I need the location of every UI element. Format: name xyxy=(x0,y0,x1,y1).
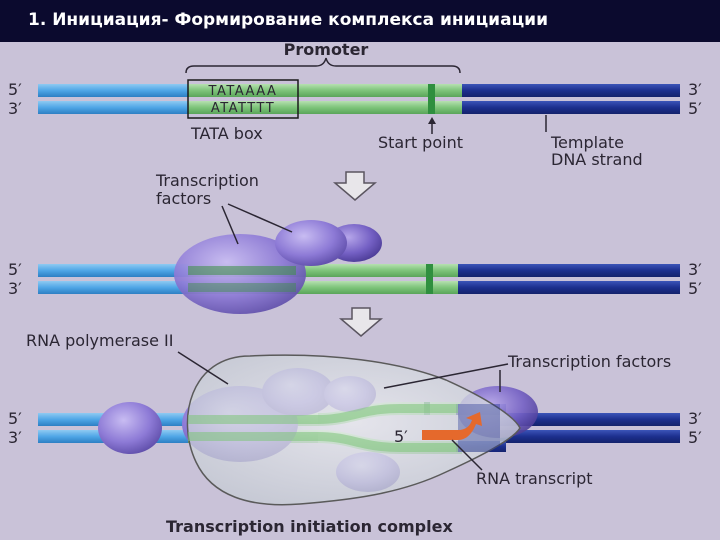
end2-label-3prime-top: 3′ xyxy=(688,260,702,279)
rna-polymerase-ii xyxy=(186,354,521,506)
dna2-through-protein-b xyxy=(188,283,296,292)
tf-label-line1: Transcription xyxy=(155,171,259,190)
tata-box-label: TATA box xyxy=(190,124,263,143)
step-arrow-2 xyxy=(338,307,384,337)
tata-sequence-top: TATAAAA xyxy=(208,84,278,99)
tata-box xyxy=(187,79,299,119)
end-label-3prime-top: 3′ xyxy=(688,80,702,99)
dna3-top-right xyxy=(500,413,680,426)
tf-pointer-1 xyxy=(221,205,239,245)
end-label-5prime-top: 5′ xyxy=(8,80,22,99)
end-label-5prime-bottom: 5′ xyxy=(688,99,702,118)
title-bar: 1. Инициация- Формирование комплекса ини… xyxy=(0,0,720,42)
dna2-top-strand-gene xyxy=(458,264,680,277)
rna-5prime-label: 5′ xyxy=(394,427,408,446)
end3-label-3prime-top: 3′ xyxy=(688,409,702,428)
dna3-visible-top xyxy=(188,415,318,424)
start-point-label: Start point xyxy=(378,133,463,152)
dna-bottom-strand-left xyxy=(38,101,188,114)
template-label-line2: DNA strand xyxy=(551,150,643,169)
dna-top-strand-promoter xyxy=(188,84,462,97)
rna-polymerase-label: RNA polymerase II xyxy=(26,331,174,350)
dna-bottom-strand-promoter xyxy=(188,101,462,114)
transcription-initiation-diagram: Promoter TATAAAA ATATTTT 5′ 3′ 3′ 5′ TAT… xyxy=(8,42,702,536)
dna-top-strand-gene xyxy=(462,84,680,97)
template-label-line1: Template xyxy=(550,133,624,152)
dna2-through-protein xyxy=(188,266,296,275)
dna-top-strand-left xyxy=(38,84,188,97)
rna-transcript-pointer xyxy=(451,439,483,471)
end3-label-5prime-top: 5′ xyxy=(8,409,22,428)
tf-label-line2: factors xyxy=(156,189,211,208)
dna3-visible-bubble-top xyxy=(318,404,458,424)
promoter-label: Promoter xyxy=(284,42,369,59)
start-point-arrowhead xyxy=(428,117,436,124)
rna-transcript xyxy=(422,412,482,440)
end3-label-5prime-bottom: 5′ xyxy=(688,428,702,447)
polymerase-pointer xyxy=(177,351,229,385)
slide-title: 1. Инициация- Формирование комплекса ини… xyxy=(28,10,548,30)
tf-label-panel3: Transcription factors xyxy=(507,352,671,371)
dna3-visible-bubble-bottom xyxy=(318,432,458,452)
step-arrow-1 xyxy=(332,171,378,201)
promoter-bracket xyxy=(185,57,461,74)
panel-initiation-complex: 5′ RNA polymerase II Transcription facto… xyxy=(8,331,702,536)
dna2-top-strand-left xyxy=(38,264,188,277)
end2-label-3prime-bottom: 3′ xyxy=(8,279,22,298)
tf-pointer-2 xyxy=(227,203,293,233)
panel-transcription-factors: Transcription factors 5′ 3′ 3′ 5′ xyxy=(8,171,702,314)
start-point-marker-2 xyxy=(426,264,433,294)
end2-label-5prime-bottom: 5′ xyxy=(688,279,702,298)
panel-promoter: Promoter TATAAAA ATATTTT 5′ 3′ 3′ 5′ TAT… xyxy=(8,42,702,169)
end3-label-3prime-bottom: 3′ xyxy=(8,428,22,447)
dna3-visible-dark xyxy=(458,404,500,452)
dna-bottom-strand-gene xyxy=(462,101,680,114)
rna-transcript-label: RNA transcript xyxy=(476,469,593,488)
dna2-bottom-strand-gene xyxy=(458,281,680,294)
tf-pointer-panel3-a xyxy=(383,363,509,389)
dna3-bottom-right xyxy=(500,430,680,443)
tf-protein-left xyxy=(98,402,162,454)
tf-protein-small xyxy=(275,220,347,266)
complex-label: Transcription initiation complex xyxy=(166,517,453,536)
end2-label-5prime-top: 5′ xyxy=(8,260,22,279)
start-point-marker xyxy=(428,84,435,114)
tata-sequence-bottom: ATATTTT xyxy=(211,101,275,116)
dna2-bottom-strand-left xyxy=(38,281,188,294)
end-label-3prime-bottom: 3′ xyxy=(8,99,22,118)
dna3-visible-bottom xyxy=(188,432,318,441)
